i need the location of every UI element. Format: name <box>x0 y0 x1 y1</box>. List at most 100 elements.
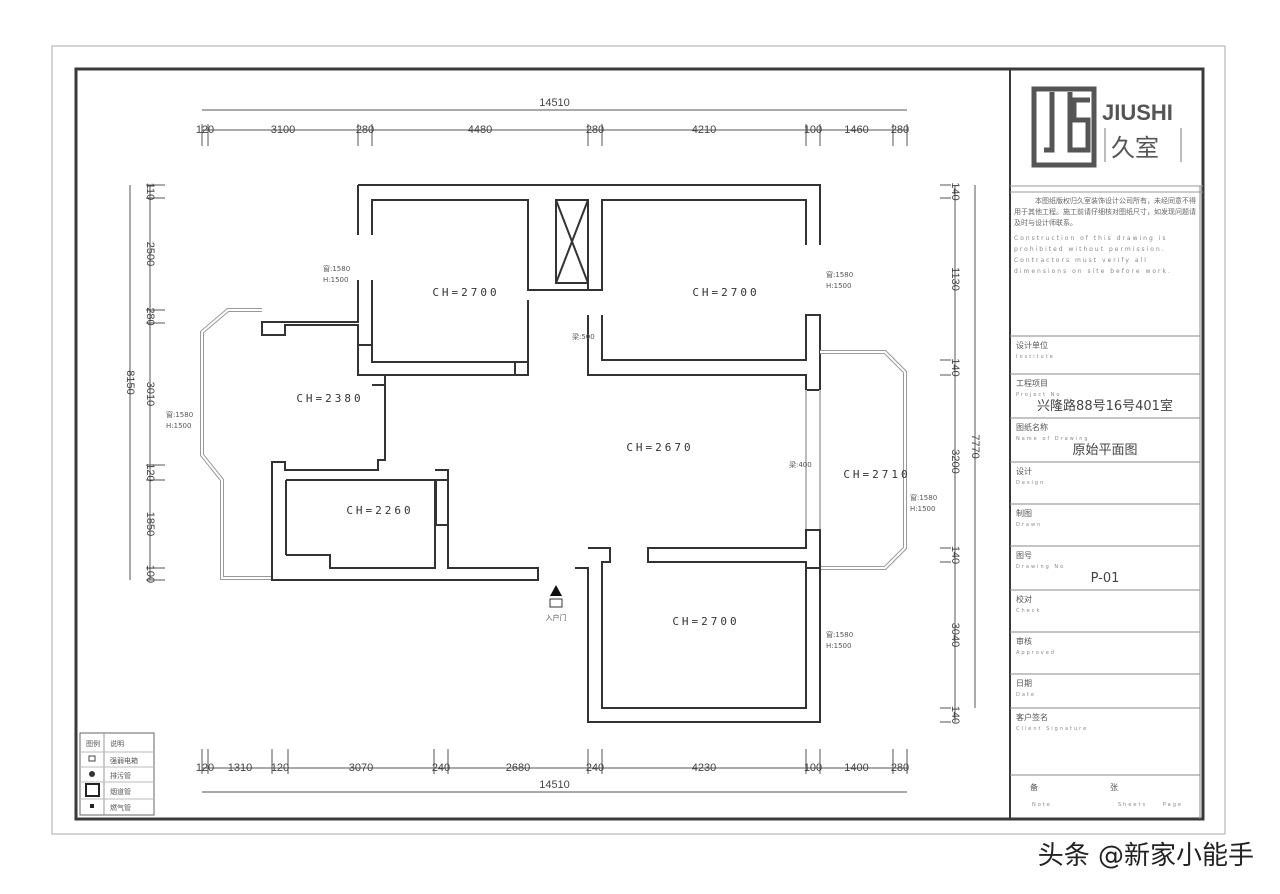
note: H:1500 <box>826 642 851 650</box>
field-label-cn: 制图 <box>1016 508 1032 518</box>
legend-header: 图例 <box>86 739 100 748</box>
entrance-arrow-icon <box>550 585 562 596</box>
entrance-grid-icon <box>549 598 563 608</box>
dimension-label: 1310 <box>228 762 252 774</box>
dimension-label: 140 <box>949 546 961 564</box>
legend-label: 排污管 <box>110 771 131 780</box>
field-label-en: Client Signature <box>1016 726 1088 732</box>
room-label: CH=2670 <box>626 441 693 454</box>
dimension-label: 280 <box>144 307 156 325</box>
legend-label: 强弱电箱 <box>110 756 138 765</box>
watermark: 头条 @新家小能手 <box>1037 841 1254 871</box>
dimension-label: 120 <box>196 762 214 774</box>
shaft-box <box>555 199 589 284</box>
field-label-en: Check <box>1016 608 1041 614</box>
note: 窗:1580 <box>826 630 853 639</box>
dimension-label: 120 <box>196 124 214 136</box>
field-value: P-01 <box>1091 571 1120 586</box>
field-label-cn: 设计单位 <box>1016 340 1048 350</box>
dimension-label: 1850 <box>144 512 156 536</box>
note: H:1500 <box>826 282 851 290</box>
title-block-field: 制图 Drawn <box>1010 503 1200 528</box>
logo: JIUSHI 久室 <box>1031 86 1182 168</box>
room-label: CH=2710 <box>843 468 910 481</box>
footer-label-en: Page <box>1163 802 1183 808</box>
footer-label-cn: 备 <box>1030 782 1038 792</box>
field-label-en: Drawn <box>1016 522 1042 528</box>
flue-icon <box>85 783 100 797</box>
wall-bedroom2-bottom <box>587 314 821 391</box>
room-label: CH=2700 <box>672 615 739 628</box>
field-label-en: Design <box>1016 480 1045 486</box>
wall-kitchen <box>271 385 539 581</box>
dimension-label: 1400 <box>844 762 868 774</box>
dimension-label: 240 <box>586 762 604 774</box>
field-label-en: Institute <box>1016 354 1055 360</box>
dimension-label: 100 <box>144 565 156 583</box>
copyright-statement-cn: 本图纸版权归久室装饰设计公司所有，未经同意不得用于其他工程。施工前请仔细核对图纸… <box>1014 197 1196 227</box>
dimension-label: 140 <box>949 706 961 724</box>
note: H:1500 <box>910 505 935 513</box>
footer-label-cn: 张 <box>1110 783 1118 792</box>
outer-sheet-border <box>51 45 1226 835</box>
entrance-label: 入户门 <box>546 613 567 622</box>
field-label-cn: 校对 <box>1016 594 1032 604</box>
dimension-label: 280 <box>891 762 909 774</box>
dimension-label: 120 <box>144 463 156 481</box>
dimension-label: 280 <box>586 124 604 136</box>
dimension-label: 3200 <box>949 449 961 473</box>
field-label-cn: 图号 <box>1016 551 1032 560</box>
total-dimension-label: 7770 <box>969 434 981 458</box>
field-label-cn: 客户签名 <box>1016 712 1048 722</box>
dimension-label: 2500 <box>144 242 156 266</box>
note: 窗:1580 <box>323 264 350 273</box>
bay-window-left <box>200 308 272 580</box>
dimension-label: 240 <box>432 762 450 774</box>
room-label: CH=2700 <box>432 286 499 299</box>
dimension-label: 110 <box>144 183 156 201</box>
field-label-cn: 日期 <box>1016 679 1032 688</box>
dimension-label: 140 <box>949 182 961 200</box>
door-kitchen <box>435 479 449 526</box>
copyright-statement-en: Construction of this drawing is prohibit… <box>1014 235 1172 275</box>
field-label-en: Project No <box>1016 392 1062 398</box>
dimension-label: 3070 <box>349 762 373 774</box>
room-label: CH=2700 <box>692 286 759 299</box>
dimension-label: 1130 <box>949 267 961 291</box>
wall-kitchen-inner <box>285 479 436 569</box>
wall-bedroom1-bottom <box>261 280 529 386</box>
field-label-cn: 设计 <box>1016 466 1032 476</box>
dimension-label: 140 <box>949 358 961 376</box>
dimension-label: 4230 <box>692 762 716 774</box>
title-block: JIUSHI 久室 本图纸版权归久室装饰设计公司所有，未经同意不得用于其他工程。… <box>1010 86 1203 819</box>
legend-label: 烟道管 <box>110 787 131 796</box>
logo-brand-cn: 久室 <box>1111 134 1159 162</box>
legend: 图例 说明 强弱电箱 排污管 烟道管 燃气管 <box>79 732 155 816</box>
field-value: 兴隆路88号16号401室 <box>1037 398 1173 414</box>
wall-top <box>357 184 821 291</box>
note: 窗:1580 <box>826 270 853 279</box>
total-dimension-label: 14510 <box>539 97 570 109</box>
column-marker <box>514 361 529 376</box>
note: 窗:1580 <box>910 493 937 502</box>
dimension-label: 4210 <box>692 124 716 136</box>
field-value: 原始平面图 <box>1072 443 1137 458</box>
dimension-label: 3100 <box>271 124 295 136</box>
title-block-field: 设计单位 Institute <box>1010 335 1200 360</box>
dimension-label: 1460 <box>844 124 868 136</box>
dimension-label: 100 <box>804 124 822 136</box>
note: 窗:1580 <box>166 410 193 419</box>
logo-brand: JIUSHI <box>1102 100 1173 125</box>
field-label-en: Approved <box>1016 650 1056 656</box>
field-label-cn: 工程项目 <box>1016 379 1048 388</box>
pipe-icon <box>89 771 95 777</box>
bay-window-right <box>820 350 907 570</box>
legend-label: 燃气管 <box>110 803 131 812</box>
distribution-box-icon <box>88 755 96 762</box>
footer-label-en: Sheets <box>1118 802 1147 808</box>
